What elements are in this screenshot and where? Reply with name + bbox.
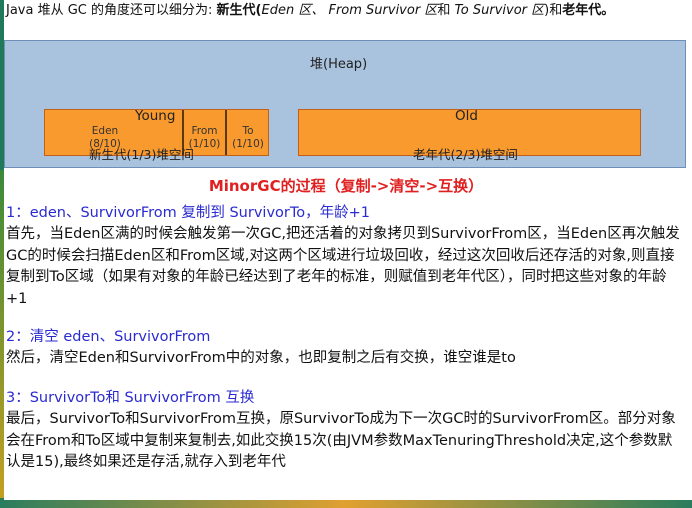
old-label: Old <box>455 108 478 124</box>
step2-heading: 2：清空 eden、SurvivorFrom <box>6 329 211 345</box>
from-label: From <box>191 125 218 137</box>
old-box: Old <box>298 108 641 156</box>
intro-text: Java 堆从 GC 的角度还可以细分为: 新生代(Eden 区、 From S… <box>6 2 690 19</box>
step2-body: 然后，清空Eden和SurvivorFrom中的对象，也即复制之后有交换，谁空谁… <box>6 350 516 366</box>
slide-bottom-decoration <box>0 498 692 508</box>
step1-body: 首先，当Eden区满的时候会触发第一次GC,把还活着的对象拷贝到Survivor… <box>6 226 680 307</box>
section-title: MinorGC的过程（复制->清空->互换） <box>208 177 484 195</box>
from-divider <box>182 110 184 155</box>
eden-label: Eden <box>91 125 119 137</box>
young-caption: 新生代(1/3)堆空间 <box>89 147 194 162</box>
intro-paren: ( <box>255 3 262 18</box>
step1-heading: 1：eden、SurvivorFrom 复制到 SurvivorTo，年龄+1 <box>6 205 371 221</box>
step3-heading: 3：SurvivorTo和 SurvivorFrom 互换 <box>6 390 255 406</box>
heap-title: 堆(Heap) <box>310 57 368 72</box>
intro-young: 新生代 <box>216 3 256 18</box>
intro-prefix: Java 堆从 GC 的角度还可以细分为: <box>6 3 217 18</box>
intro-eden: Eden 区、 From Survivor 区 <box>261 3 438 18</box>
intro-to: To Survivor 区 <box>454 3 545 18</box>
young-box: Young Eden(8/10) From(1/10) To(1/10) <box>44 108 269 156</box>
intro-close: )和 <box>544 3 563 18</box>
to-divider <box>225 110 227 155</box>
to-label: To <box>242 125 254 137</box>
to-ratio: (1/10) <box>232 138 264 150</box>
from-ratio: (1/10) <box>188 138 221 150</box>
intro-old: 老年代。 <box>562 3 615 18</box>
eden-ratio: (8/10) <box>89 138 121 150</box>
heap-diagram: 堆(Heap) Young Eden(8/10) From(1/10) To(1… <box>4 40 686 168</box>
old-caption: 老年代(2/3)堆空间 <box>413 147 518 162</box>
slide-edge-decoration <box>0 170 5 508</box>
step3-body: 最后，SurvivorTo和SurvivorFrom互换，原SurvivorTo… <box>6 411 676 470</box>
young-label: Young <box>135 108 176 124</box>
intro-and: 和 <box>437 3 455 18</box>
